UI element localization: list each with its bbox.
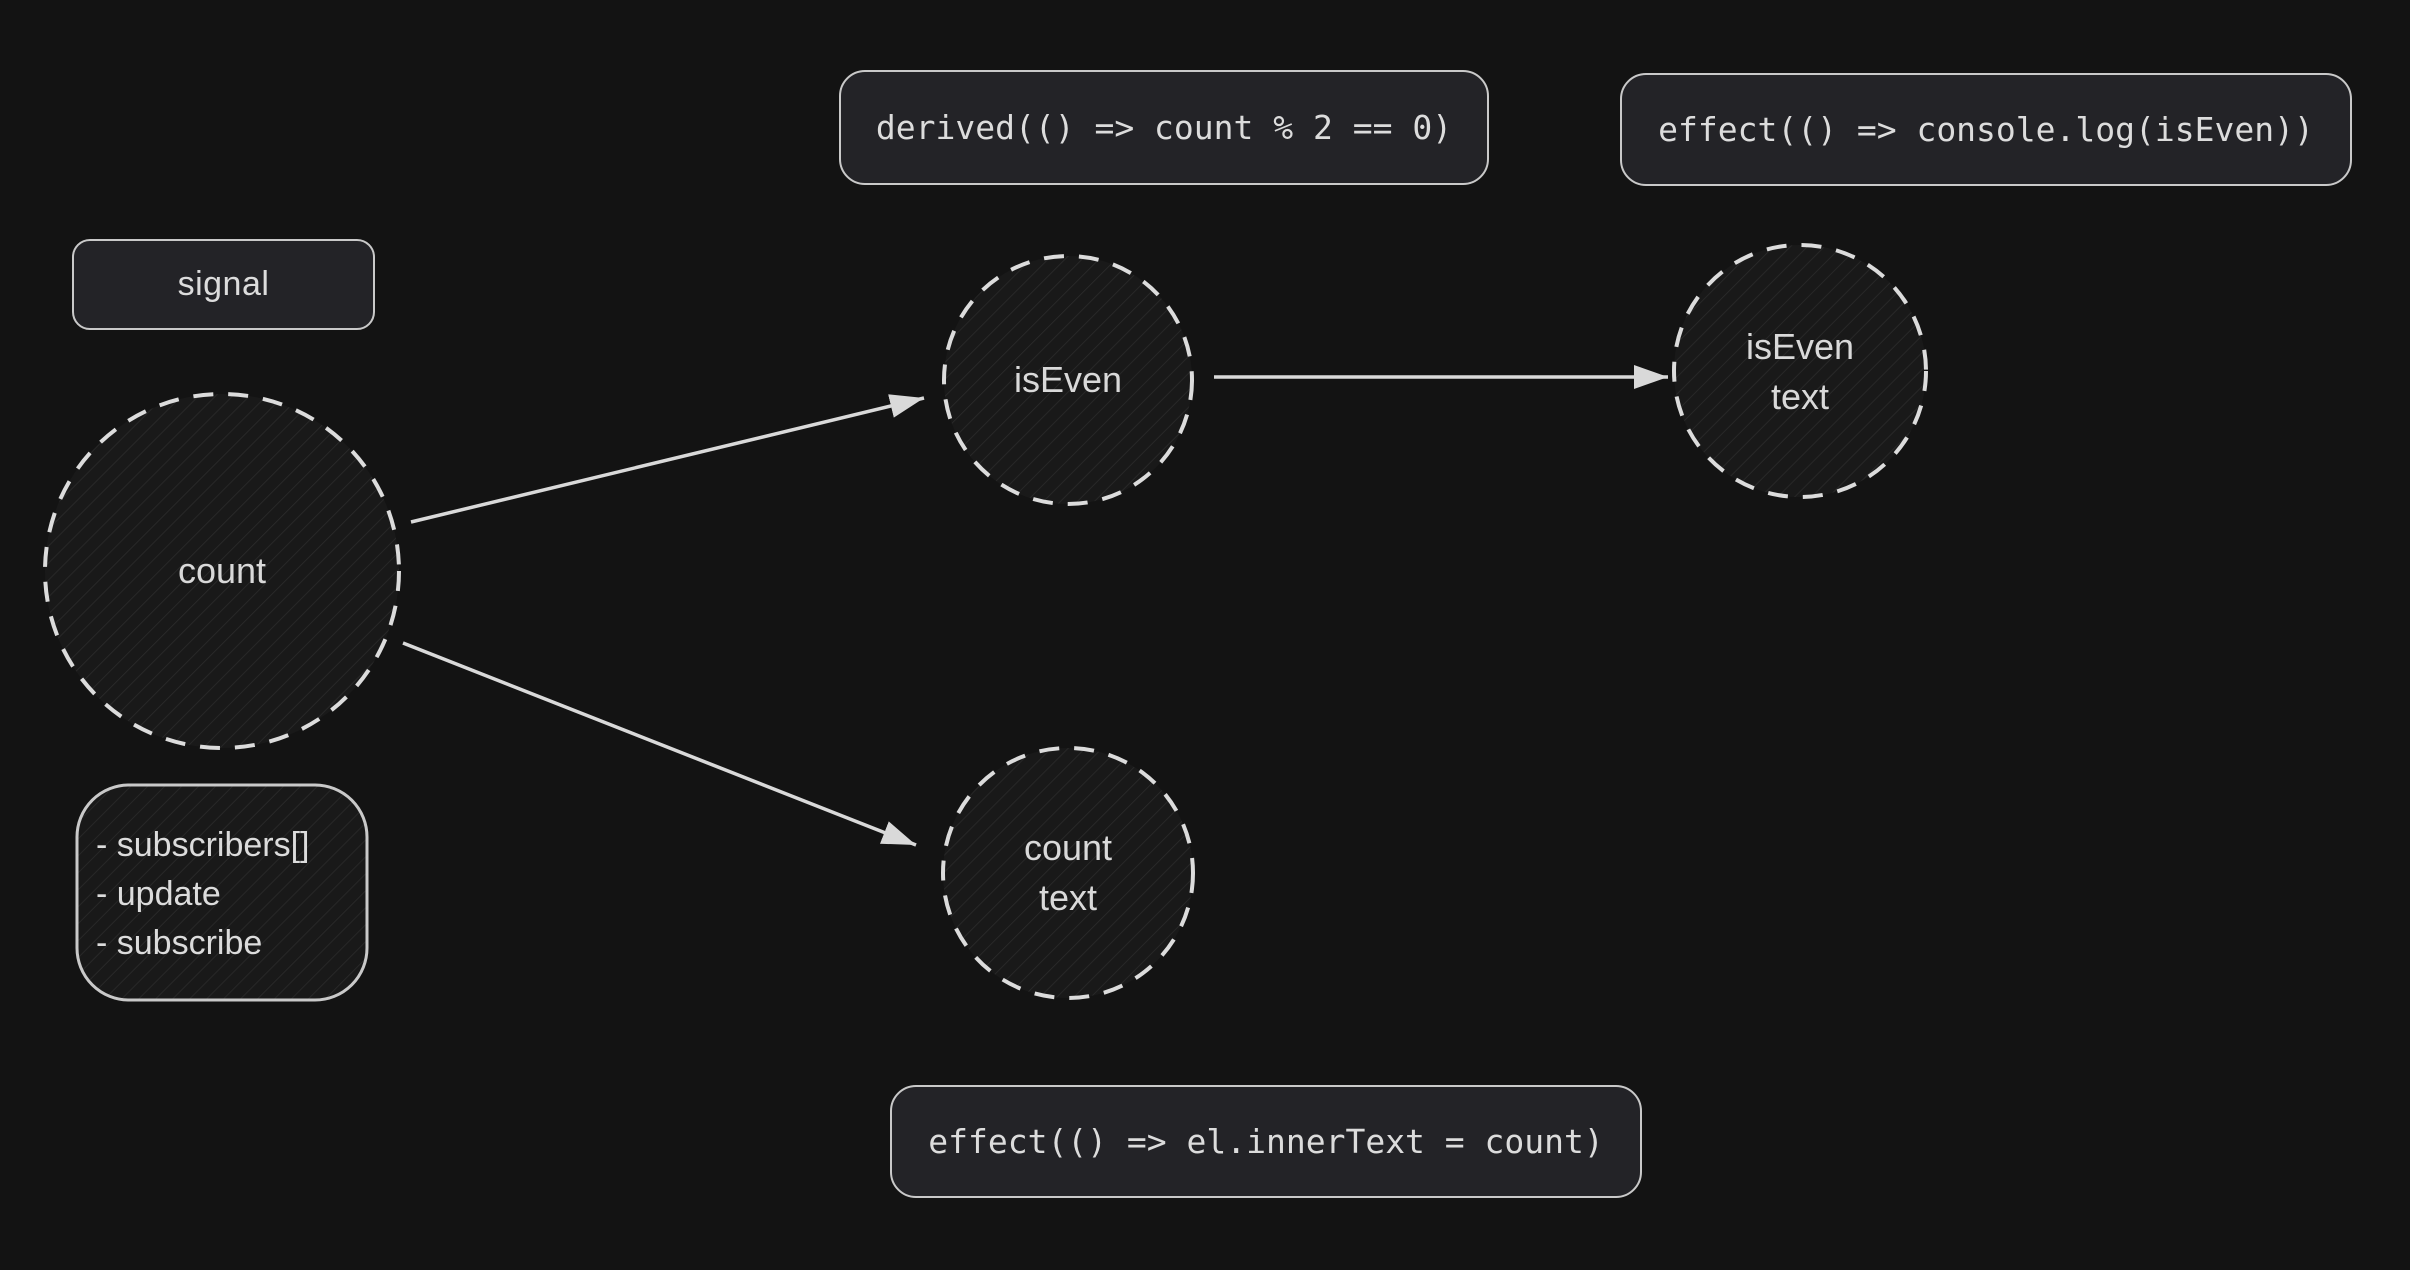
node-count-label: count [177, 550, 267, 591]
node-count-text-label: count text [1024, 823, 1112, 923]
code-derived-text: derived(() => count % 2 == 0) [875, 108, 1453, 147]
edge-count-to-iseven [410, 394, 925, 524]
code-effect-log-text: effect(() => console.log(isEven)) [1658, 110, 2314, 149]
node-count-text-circle [941, 746, 1195, 1000]
signal-member-subscribers: - subscribers[] [96, 826, 310, 864]
node-iseven-text-label: isEven text [1746, 322, 1854, 422]
signal-badge-label: signal [177, 265, 270, 303]
node-iseven-text-circle [1672, 243, 1928, 499]
node-iseven-text-label-line2: text [1770, 376, 1830, 417]
node-count-text-label-line1: count [1023, 827, 1113, 868]
signal-members-list: - subscribers[] - update - subscribe [96, 821, 310, 968]
edge-count-to-count-text [402, 641, 917, 847]
code-box-effect-dom: effect(() => el.innerText = count) [890, 1085, 1642, 1198]
node-iseven-circle [942, 254, 1194, 506]
code-box-effect-log: effect(() => console.log(isEven)) [1620, 73, 2352, 186]
signal-members-box [75, 783, 369, 1002]
node-count-circle [43, 392, 401, 750]
node-count-text-label-line2: text [1038, 877, 1098, 918]
node-iseven-text-label-line1: isEven [1745, 326, 1855, 367]
signal-badge: signal [72, 239, 375, 330]
code-box-derived: derived(() => count % 2 == 0) [839, 70, 1489, 185]
signal-member-update: - update [96, 875, 221, 913]
node-iseven-label: isEven [1013, 359, 1123, 400]
signal-member-subscribe: - subscribe [96, 924, 263, 962]
code-effect-dom-text: effect(() => el.innerText = count) [928, 1122, 1604, 1161]
